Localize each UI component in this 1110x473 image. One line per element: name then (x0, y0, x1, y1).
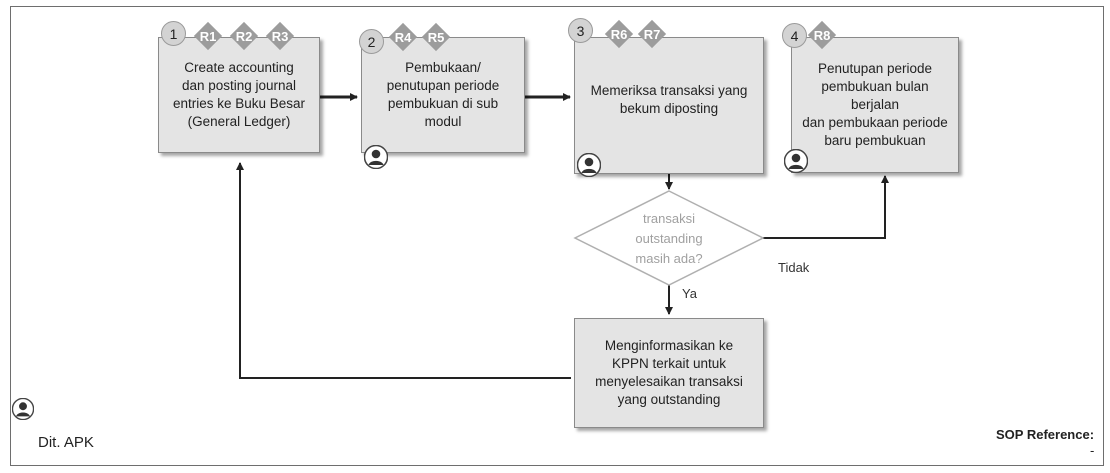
step-3-box: Memeriksa transaksi yang bekum diposting (574, 37, 764, 174)
step-1-text: Create accounting dan posting journal en… (172, 60, 306, 129)
decision-text: transaksi outstanding masih ada? (635, 211, 703, 267)
step-2-tag-2: R5 (421, 22, 451, 52)
step-2-number: 2 (359, 29, 384, 54)
step-3-text: Memeriksa transaksi yang bekum diposting (590, 82, 748, 116)
inform-box: Menginformasikan ke KPPN terkait untuk m… (574, 318, 764, 428)
step-1-tag-1: R1 (193, 21, 223, 51)
step-2-box: Pembukaan/ penutupan periode pembukuan d… (361, 37, 525, 153)
step-2-text: Pembukaan/ penutupan periode pembukuan d… (386, 60, 500, 129)
step-1-number: 1 (161, 21, 186, 46)
person-icon (784, 149, 808, 173)
step-4-tag-1: R8 (807, 20, 837, 50)
role-label: Dit. APK (38, 434, 94, 451)
person-icon (12, 398, 34, 420)
sop-reference-label: SOP Reference: (996, 427, 1095, 442)
step-4-text: Penutupan periode pembukuan bulan berjal… (802, 61, 948, 148)
step-4-number: 4 (782, 23, 807, 48)
step-2-tag-1: R4 (388, 22, 418, 52)
step-4-box: Penutupan periode pembukuan bulan berjal… (791, 37, 959, 173)
step-3-tag-2: R7 (637, 19, 667, 49)
arrow-decision-step4 (763, 175, 889, 239)
decision-no-label: Tidak (778, 260, 810, 275)
inform-text: Menginformasikan ke KPPN terkait untuk m… (595, 338, 743, 407)
step-1-box: Create accounting dan posting journal en… (158, 37, 320, 153)
person-icon (577, 153, 601, 177)
step-3-tag-1: R6 (604, 19, 634, 49)
step-1-tag-3: R3 (265, 21, 295, 51)
decision-yes-label: Ya (682, 286, 697, 301)
arrow-inform-step1 (236, 162, 571, 379)
step-1-tag-2: R2 (229, 21, 259, 51)
sop-reference-value: - (1090, 443, 1095, 458)
person-icon (364, 145, 388, 169)
step-3-number: 3 (568, 18, 593, 43)
decision-diamond (573, 190, 765, 286)
